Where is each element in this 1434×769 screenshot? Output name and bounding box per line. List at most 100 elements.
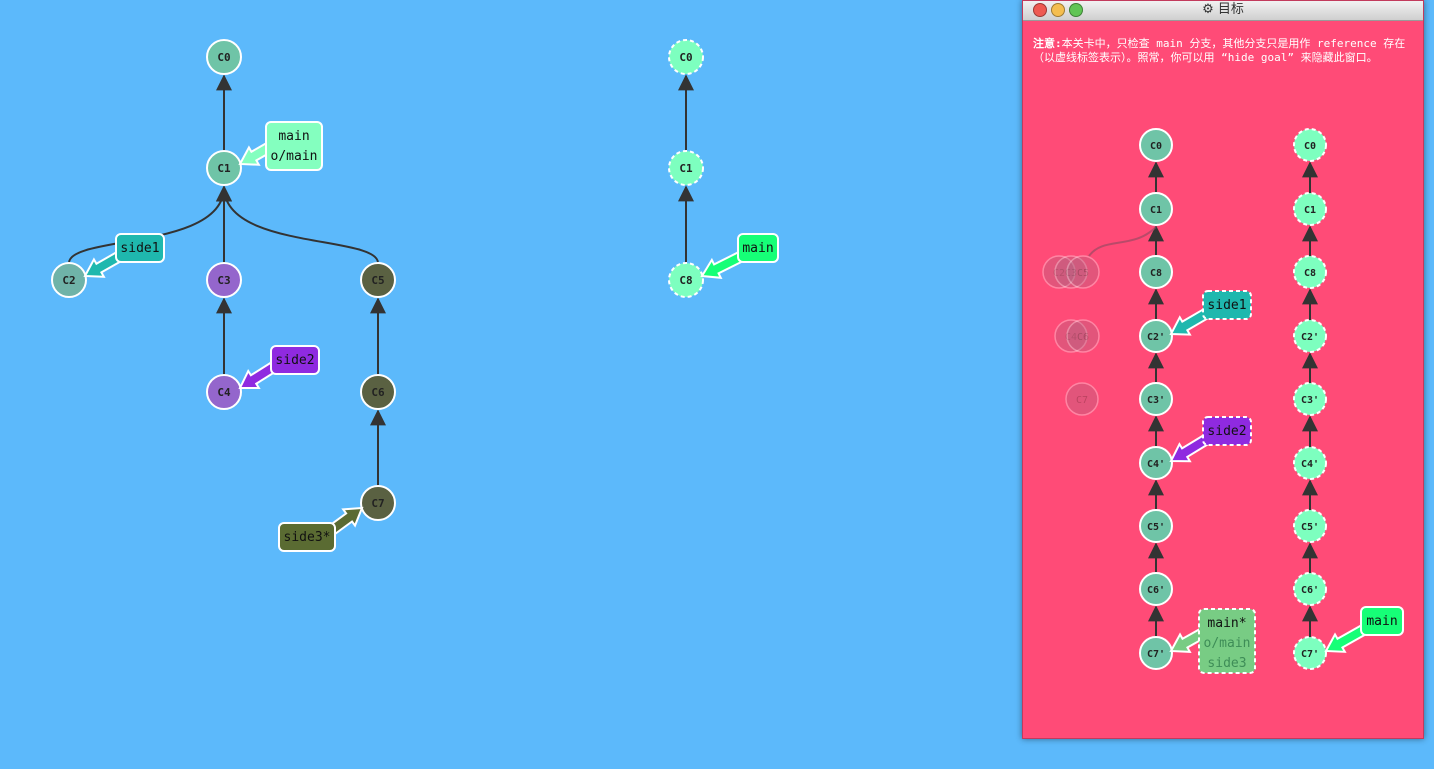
goal-local-branch-label: o/main — [1204, 636, 1251, 651]
local-commit-c1[interactable]: C1 — [206, 150, 242, 186]
goal-remote-branch-label: main — [1366, 614, 1397, 629]
goal-local-commit-label: C2' — [1147, 332, 1165, 343]
goal-note-label: 注意: — [1033, 37, 1062, 50]
zoom-button[interactable] — [1069, 3, 1083, 17]
svg-text:C6: C6 — [1077, 332, 1089, 343]
svg-text:C2: C2 — [1053, 268, 1065, 279]
local-commit-c4[interactable]: C4 — [206, 374, 242, 410]
goal-local-branch-side2[interactable]: side2 — [1169, 416, 1252, 463]
goal-remote-commit-c1[interactable]: C1 — [1293, 192, 1327, 226]
goal-remote-commit-circle — [1293, 255, 1327, 289]
local-commit-c7[interactable]: C7 — [360, 485, 396, 521]
local-branch-box — [265, 121, 323, 171]
svg-text:C4: C4 — [1065, 332, 1077, 343]
goal-local-commit-circle — [1139, 255, 1173, 289]
goal-local-branch-label: side2 — [1207, 424, 1246, 439]
gear-icon[interactable]: ⚙ — [1202, 2, 1214, 17]
goal-local-commit-circle — [1139, 509, 1173, 543]
origin-branch-main[interactable]: main — [700, 233, 779, 279]
local-commit-label: C5 — [371, 274, 384, 287]
goal-local-branch-box — [1198, 608, 1256, 674]
goal-window-title: ⚙ 目标 — [1023, 1, 1423, 20]
origin-commit-c1[interactable]: C1 — [668, 150, 704, 186]
goal-local-branch-arrow — [1169, 307, 1211, 336]
origin-branch-label: main — [742, 241, 773, 256]
local-commit-c5[interactable]: C5 — [360, 262, 396, 298]
goal-local-commit-c5[interactable]: C5' — [1139, 509, 1173, 543]
goal-window-titlebar[interactable]: ⚙ 目标 — [1023, 1, 1423, 21]
goal-local-branch-label: side3 — [1207, 656, 1246, 671]
goal-local-commit-c1[interactable]: C1 — [1139, 192, 1173, 226]
goal-remote-commit-circle — [1293, 319, 1327, 353]
goal-local-commit-circle — [1139, 192, 1173, 226]
close-button[interactable] — [1033, 3, 1047, 17]
goal-remote-commit-c5[interactable]: C5' — [1293, 509, 1327, 543]
goal-ghost-commit-c5: C5 — [1066, 255, 1100, 289]
local-commit-c6[interactable]: C6 — [360, 374, 396, 410]
goal-remote-commit-c4[interactable]: C4' — [1293, 446, 1327, 480]
goal-remote-commit-circle — [1293, 446, 1327, 480]
origin-commit-circle — [668, 39, 704, 75]
local-commit-c3[interactable]: C3 — [206, 262, 242, 298]
goal-local-branch-arrow — [1169, 433, 1211, 463]
goal-local-commit-c4[interactable]: C4' — [1139, 446, 1173, 480]
origin-commit-c8[interactable]: C8 — [668, 262, 704, 298]
goal-local-branch-box — [1202, 416, 1252, 446]
goal-remote-commit-circle — [1293, 636, 1327, 670]
local-branch-box — [115, 233, 165, 263]
origin-tree-branches: main — [700, 233, 779, 279]
goal-ghost-edge — [1088, 226, 1157, 257]
goal-note-text: 本关卡中，只检查 main 分支，其他分支只是用作 reference 存在（以… — [1033, 37, 1406, 64]
goal-edges — [1088, 161, 1318, 637]
goal-ghost-commit-c6: C6 — [1066, 319, 1100, 353]
goal-remote-commit-circle — [1293, 382, 1327, 416]
goal-remote-commit-c2[interactable]: C2' — [1293, 319, 1327, 353]
origin-commit-circle — [668, 150, 704, 186]
goal-local-branch-arrow — [1169, 627, 1207, 653]
goal-local-commit-c0[interactable]: C0 — [1139, 128, 1173, 162]
goal-local-branch-side1[interactable]: side1 — [1169, 290, 1252, 336]
local-commit-c0[interactable]: C0 — [206, 39, 242, 75]
goal-local-commit-c6[interactable]: C6' — [1139, 572, 1173, 606]
goal-remote-commit-label: C5' — [1301, 522, 1319, 533]
goal-remote-commit-label: C1 — [1304, 205, 1316, 216]
goal-remote-commit-c8[interactable]: C8 — [1293, 255, 1327, 289]
goal-remote-commit-c7[interactable]: C7' — [1293, 636, 1327, 670]
goal-remote-commit-c6[interactable]: C6' — [1293, 572, 1327, 606]
goal-ghost-commit-c3: C3 — [1054, 255, 1088, 289]
goal-remote-commit-label: C2' — [1301, 332, 1319, 343]
local-tree-edges — [68, 74, 386, 486]
local-commit-c2[interactable]: C2 — [51, 262, 87, 298]
origin-commit-c0[interactable]: C0 — [668, 39, 704, 75]
local-commit-circle — [360, 262, 396, 298]
local-branch-arrow — [238, 360, 280, 390]
local-branch-side3[interactable]: side3* — [278, 506, 364, 552]
local-commit-circle — [206, 262, 242, 298]
goal-local-commit-c2[interactable]: C2' — [1139, 319, 1173, 353]
minimize-button[interactable] — [1051, 3, 1065, 17]
local-branch-box — [278, 522, 336, 552]
local-commit-label: C2 — [62, 274, 75, 287]
goal-remote-commit-c0[interactable]: C0 — [1293, 128, 1327, 162]
goal-remote-branch-main[interactable]: main — [1324, 606, 1404, 653]
goal-local-commit-label: C7' — [1147, 649, 1165, 660]
goal-remote-commit-label: C0 — [1304, 141, 1316, 152]
local-commit-label: C4 — [217, 386, 231, 399]
local-branch-side1[interactable]: side1 — [83, 233, 165, 278]
goal-remote-commit-c3[interactable]: C3' — [1293, 382, 1327, 416]
goal-ghost-commit-c4: C4 — [1054, 319, 1088, 353]
local-branch-side2[interactable]: side2 — [238, 345, 320, 390]
goal-remote-commit-circle — [1293, 192, 1327, 226]
svg-text:C7: C7 — [1076, 395, 1088, 406]
goal-local-commit-c7[interactable]: C7' — [1139, 636, 1173, 670]
local-commit-circle — [360, 485, 396, 521]
svg-text:C5: C5 — [1077, 268, 1089, 279]
goal-local-commit-c3[interactable]: C3' — [1139, 382, 1173, 416]
goal-local-commit-label: C5' — [1147, 522, 1165, 533]
goal-remote-commit-label: C7' — [1301, 649, 1319, 660]
goal-local-commit-c8[interactable]: C8 — [1139, 255, 1173, 289]
